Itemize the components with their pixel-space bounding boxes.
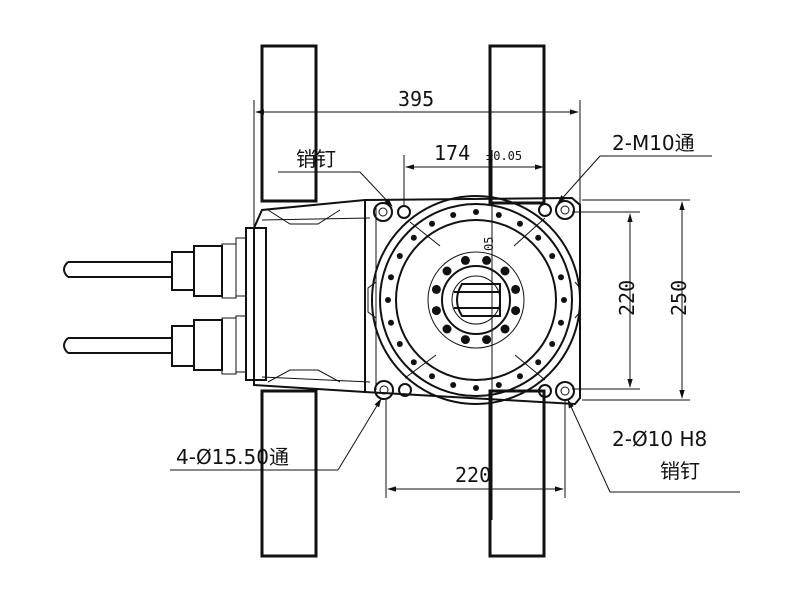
outer-bolt-hole [558, 274, 564, 281]
side-key-left [367, 281, 377, 319]
leader-pin-holes: 2-Ø10 H8 销钉 [567, 399, 740, 493]
outer-bolt-hole [495, 212, 502, 218]
left-plate [260, 44, 318, 558]
dim-220-vertical: 220 [572, 211, 640, 390]
inner-leader-1 [409, 221, 441, 247]
outer-bolt-hole [549, 253, 556, 259]
main-housing [253, 196, 581, 406]
callout-pin-bottom: 销钉 [660, 459, 700, 483]
outer-bolt-hole [450, 382, 457, 388]
inner-bolt-hole [431, 284, 441, 294]
inner-leader-3 [404, 354, 437, 379]
outer-bolt-hole [410, 359, 417, 366]
outer-bolt-hole [429, 220, 435, 227]
outer-bolt-holes [385, 209, 567, 391]
cable-top [63, 243, 237, 299]
outer-bolt-hole [410, 234, 417, 241]
inner-bolt-hole [482, 335, 492, 345]
dim-395: 395 [253, 87, 581, 228]
side-key-right [574, 281, 581, 319]
callout-through-holes: 4-Ø15.50通 [176, 445, 289, 469]
outer-bolt-hole [517, 220, 523, 227]
inner-leader-2 [513, 217, 546, 247]
dim-inner-height: 220 [615, 280, 639, 316]
dim-outer-height: 250 [667, 280, 691, 316]
outer-bolt-hole [388, 274, 394, 281]
dim-174: 174 ±0.05 [403, 141, 546, 206]
center-mark: 05 [482, 237, 496, 251]
dim-hole-spacing: 174 [434, 141, 470, 165]
dim-hole-tolerance: ±0.05 [486, 149, 522, 163]
dim-bottom-width: 220 [455, 463, 491, 487]
inner-bolt-hole [500, 324, 510, 334]
outer-bolt-hole [517, 373, 523, 380]
outer-bolt-hole [495, 382, 502, 388]
inner-bolt-hole [460, 255, 470, 265]
inner-bolt-hole [460, 335, 470, 345]
rotary-flange [371, 195, 581, 405]
callout-pin-holes: 2-Ø10 H8 [612, 427, 707, 451]
outer-bolt-hole [558, 319, 564, 326]
inner-bolt-hole [500, 266, 510, 276]
leader-pin-top: 销钉 [278, 147, 393, 207]
outer-bolt-hole [388, 319, 394, 326]
outer-bolt-hole [535, 234, 542, 241]
dim-overall-width: 395 [398, 87, 434, 111]
inner-bolt-hole [511, 306, 521, 316]
outer-bolt-hole [549, 341, 556, 347]
inner-bolt-holes [431, 255, 521, 345]
leader-through: 4-Ø15.50通 [170, 398, 382, 471]
outer-bolt-hole [396, 253, 403, 259]
dim-250-vertical: 250 [582, 199, 691, 401]
leader-thread: 2-M10通 [557, 131, 712, 204]
inner-bolt-hole [482, 255, 492, 265]
callout-pin-top: 销钉 [296, 147, 336, 171]
inner-leader-4 [514, 354, 546, 381]
outer-bolt-hole [473, 385, 479, 391]
inner-bolt-hole [511, 284, 521, 294]
inner-bolt-hole [442, 266, 452, 276]
outer-bolt-hole [429, 373, 435, 380]
dim-220-bottom: 220 [385, 400, 566, 498]
right-plate [488, 44, 546, 558]
outer-bolt-hole [473, 209, 479, 215]
inner-bolt-hole [442, 324, 452, 334]
callout-thread-holes: 2-M10通 [612, 131, 695, 155]
inner-bolt-hole [431, 306, 441, 316]
outer-bolt-hole [535, 359, 542, 366]
outer-bolt-hole [450, 212, 457, 218]
outer-bolt-hole [561, 297, 567, 303]
outer-bolt-hole [385, 297, 391, 303]
connector-housing [235, 227, 267, 381]
outer-bolt-hole [396, 341, 403, 347]
cable-bottom [63, 317, 237, 375]
